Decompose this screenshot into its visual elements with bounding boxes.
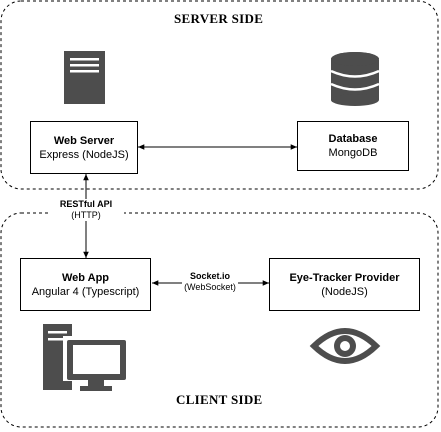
rest-api-label-line2: (HTTP) xyxy=(71,210,101,220)
eye-tracker-subtitle: (NodeJS) xyxy=(321,285,368,298)
web-server-subtitle: Express (NodeJS) xyxy=(39,148,129,161)
web-server-box: Web Server Express (NodeJS) xyxy=(30,121,138,174)
eye-icon xyxy=(309,328,381,364)
socket-io-label-line2: (WebSocket) xyxy=(182,282,238,293)
socket-io-label-line1: Socket.io xyxy=(187,271,232,282)
eye-tracker-title: Eye-Tracker Provider xyxy=(289,271,400,284)
server-icon xyxy=(64,51,105,104)
database-box: Database MongoDB xyxy=(297,121,409,171)
web-app-subtitle: Angular 4 (Typescript) xyxy=(31,285,140,298)
rest-api-label-line1: RESTful API xyxy=(59,199,113,209)
server-side-region xyxy=(0,0,439,190)
web-app-box: Web App Angular 4 (Typescript) xyxy=(20,258,151,311)
eye-tracker-box: Eye-Tracker Provider (NodeJS) xyxy=(269,258,420,311)
desktop-computer-icon xyxy=(43,324,126,391)
client-side-title: CLIENT SIDE xyxy=(176,392,263,407)
socket-io-label: Socket.io (WebSocket) xyxy=(172,271,248,293)
database-title: Database xyxy=(328,133,378,145)
web-server-title: Web Server xyxy=(53,134,115,147)
rest-api-label: RESTful API (HTTP) xyxy=(48,199,124,221)
server-side-title: SERVER SIDE xyxy=(174,11,264,26)
database-icon xyxy=(330,52,380,106)
database-subtitle: MongoDB xyxy=(328,147,378,159)
web-app-title: Web App xyxy=(61,271,110,284)
client-side-region xyxy=(0,212,439,428)
